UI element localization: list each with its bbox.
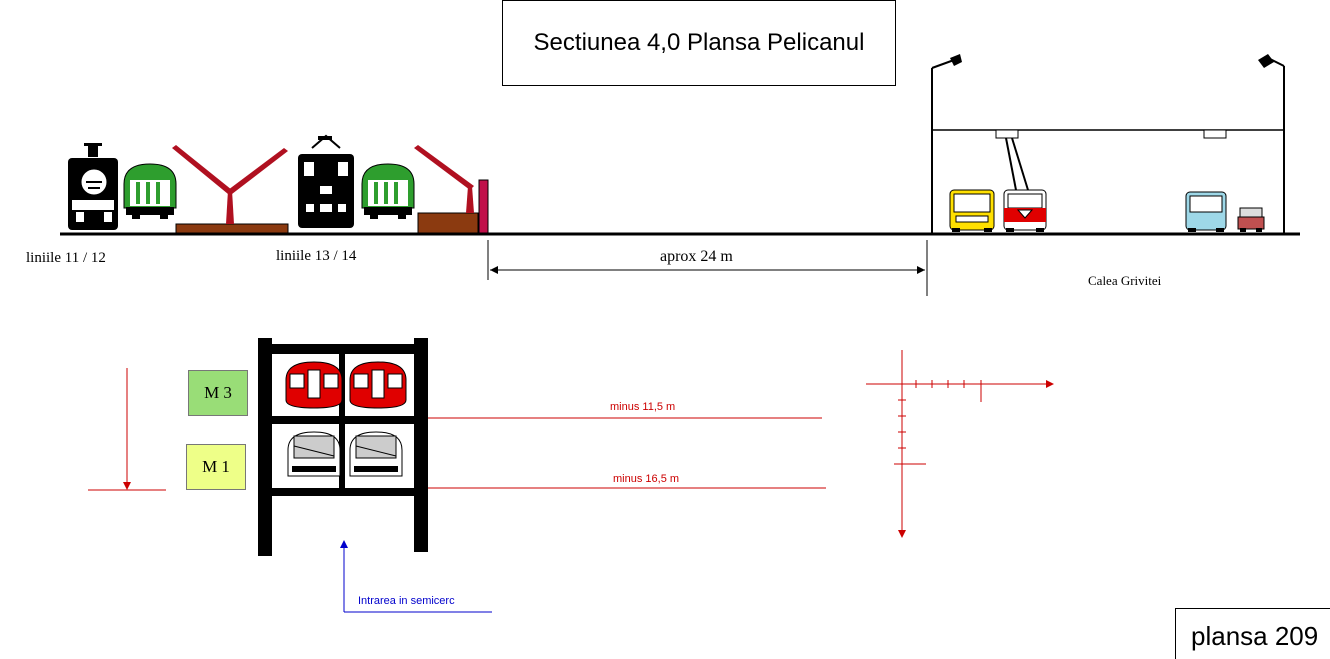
entrance-arrow xyxy=(340,540,492,613)
metro-train-m1-icon xyxy=(349,431,403,477)
bus-icon xyxy=(1185,191,1227,232)
green-tram-icon xyxy=(361,163,415,219)
bus-icon xyxy=(949,189,995,232)
distance-dimension xyxy=(487,240,928,296)
platform-canopy xyxy=(414,145,489,234)
tracks-label-13-14: liniile 13 / 14 xyxy=(276,248,357,264)
sheet-number-box: plansa 209 xyxy=(1175,608,1330,659)
metro-structure xyxy=(258,338,428,556)
tracks-label-11-12: liniile 11 / 12 xyxy=(26,250,106,266)
green-tram-icon xyxy=(123,163,177,219)
car-icon xyxy=(1237,207,1265,232)
axis-cross xyxy=(866,350,1054,538)
street-label: Calea Grivitei xyxy=(1088,273,1162,288)
metro-line-m1-label: M 1 xyxy=(186,444,246,490)
distance-label: aprox 24 m xyxy=(660,248,733,265)
metro-train-m3-icon xyxy=(349,361,407,409)
sheet-number: plansa 209 xyxy=(1191,621,1319,651)
depth-label-16-5: minus 16,5 m xyxy=(613,473,680,485)
trolleybus-icon xyxy=(1003,137,1047,232)
page-title: Sectiunea 4,0 Plansa Pelicanul xyxy=(533,29,865,56)
entrance-label: Intrarea in semicerc xyxy=(358,595,455,607)
depth-label-11-5: minus 11,5 m xyxy=(610,401,676,413)
electric-locomotive-icon xyxy=(298,134,354,228)
street-lamp-icon xyxy=(931,54,1285,234)
title-box: Sectiunea 4,0 Plansa Pelicanul xyxy=(502,0,896,86)
platform-canopy xyxy=(172,145,289,234)
metro-train-m1-icon xyxy=(287,431,341,477)
metro-line-m3-label: M 3 xyxy=(188,370,248,416)
steam-locomotive-icon xyxy=(68,143,118,230)
depth-arrow xyxy=(88,368,166,491)
metro-train-m3-icon xyxy=(285,361,343,409)
